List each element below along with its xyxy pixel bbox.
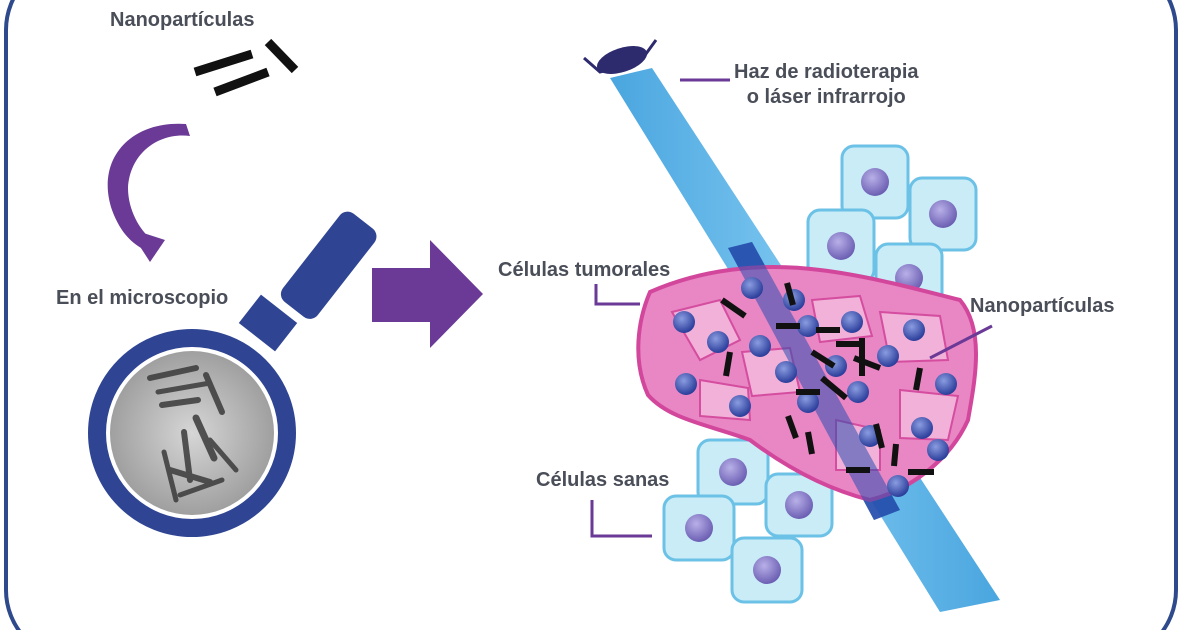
label-nanoparticles-top: Nanopartículas xyxy=(110,9,255,31)
label-healthy-cells: Células sanas xyxy=(536,469,670,491)
microscope-image xyxy=(147,365,239,503)
healthy-cells-bottom xyxy=(662,438,834,604)
leader-lines xyxy=(590,78,993,538)
label-tumor-cells: Células tumorales xyxy=(498,259,671,281)
label-beam: Haz de radioterapia o láser infrarrojo xyxy=(734,60,919,110)
magnifier-icon xyxy=(88,211,377,537)
nanoparticles-icon xyxy=(193,38,299,97)
frame xyxy=(4,0,1178,635)
right-arrow-icon xyxy=(372,240,483,348)
label-microscope: En el microscopio xyxy=(56,287,229,309)
label-nanoparticles-right: Nanopartículas xyxy=(970,295,1115,317)
beam-emitter-icon xyxy=(583,39,658,74)
nanoparticles-in-tumor xyxy=(720,282,934,475)
tumor-cells xyxy=(636,242,978,520)
label-beam-line1: Haz de radioterapia xyxy=(734,61,919,83)
curved-arrow-icon xyxy=(107,123,190,262)
label-beam-line2: o láser infrarrojo xyxy=(746,86,906,108)
